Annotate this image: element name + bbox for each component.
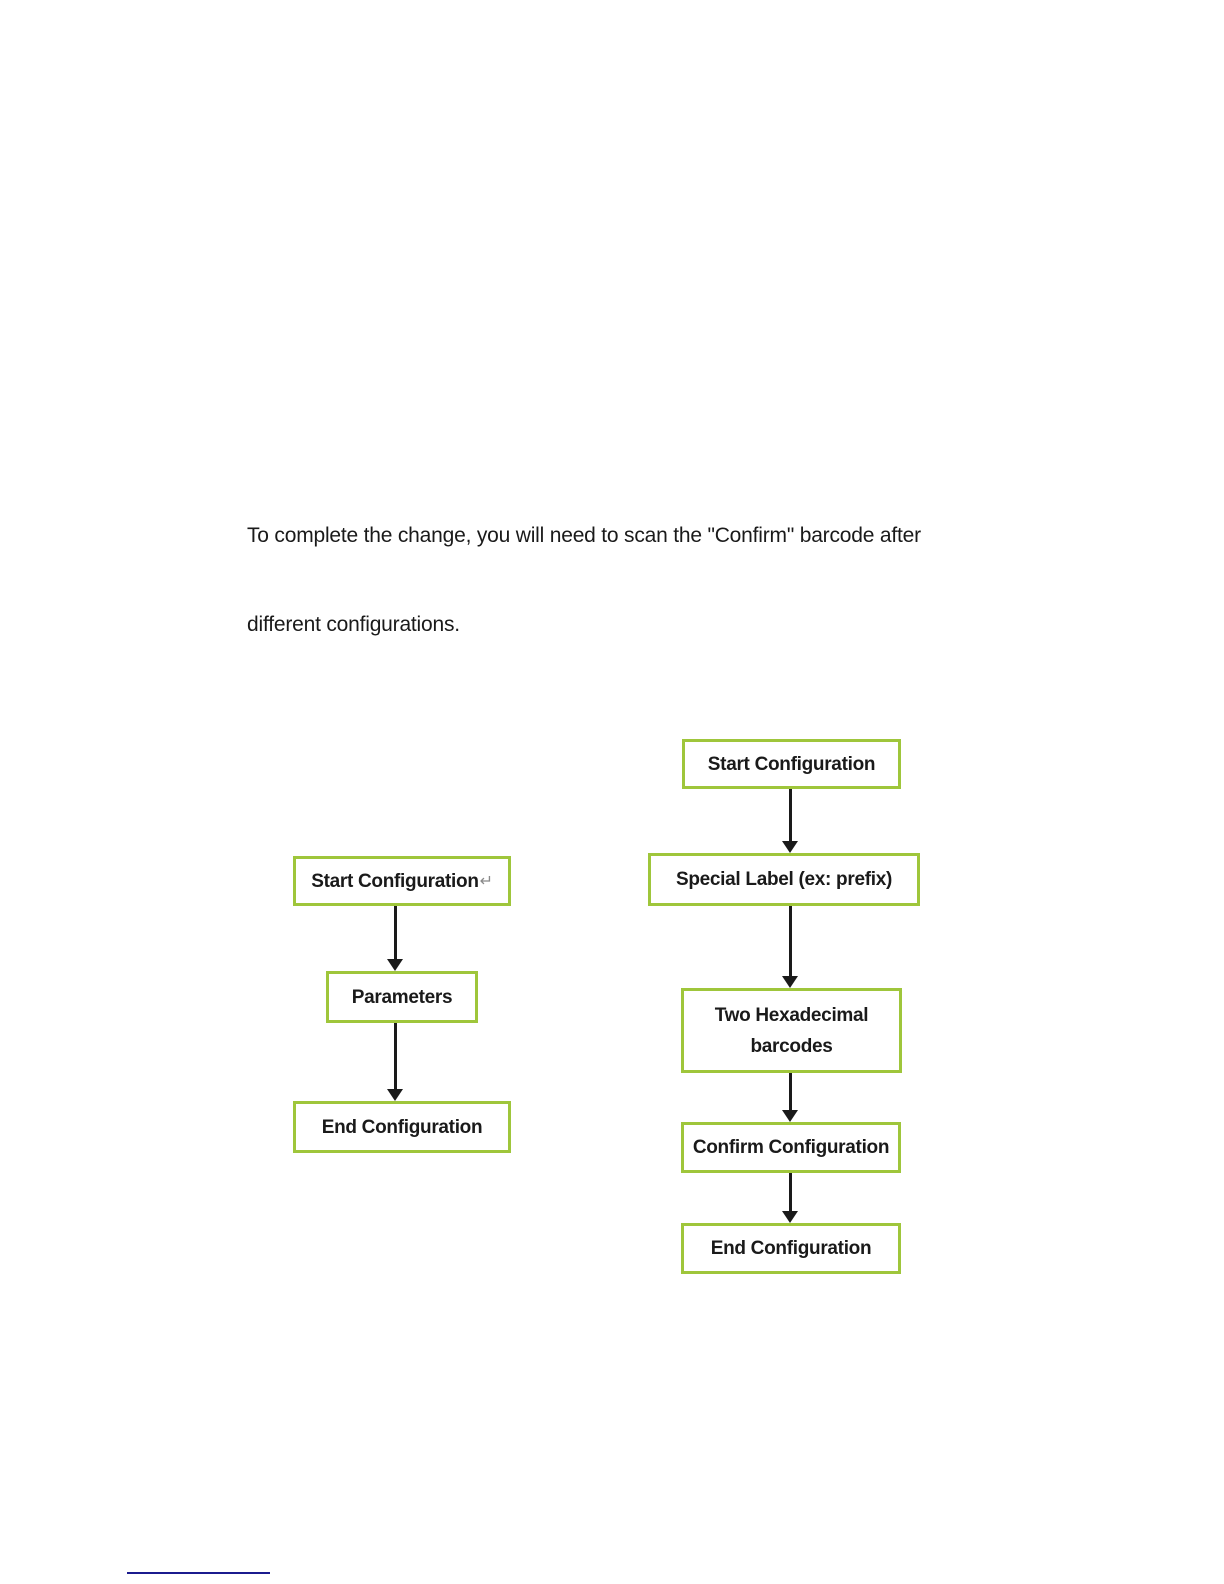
- flow-node-label: Special Label (ex: prefix): [675, 869, 893, 890]
- arrow-head: [782, 1110, 798, 1122]
- flow-node-label: Start Configuration: [707, 753, 876, 775]
- flow-node-label: Two Hexadecimal barcodes: [714, 1004, 869, 1057]
- body-text-line-1: To complete the change, you will need to…: [247, 524, 921, 547]
- footnote-separator: [127, 1572, 270, 1574]
- flow-node-label: Parameters: [351, 986, 453, 1008]
- arrow-shaft: [788, 906, 792, 979]
- arrow-shaft: [393, 1023, 397, 1092]
- flow-node-start-configuration-right: Start Configuration: [682, 739, 901, 789]
- flow-node-label: Confirm Configuration: [692, 1137, 890, 1158]
- flow-node-end-configuration-left: End Configuration: [293, 1101, 511, 1153]
- flow-node-parameters: Parameters: [326, 971, 478, 1023]
- flow-node-end-configuration-right: End Configuration: [681, 1223, 901, 1274]
- arrow-head: [387, 1089, 403, 1101]
- arrow-shaft: [393, 906, 397, 962]
- flow-node-two-hexadecimal-barcodes: Two Hexadecimal barcodes: [681, 988, 902, 1073]
- arrow-head: [782, 841, 798, 853]
- body-text-line-2: different configurations.: [247, 613, 460, 636]
- arrow-head: [782, 1211, 798, 1223]
- flow-node-special-label: Special Label (ex: prefix): [648, 853, 920, 906]
- paragraph-return-mark: ↵: [479, 872, 493, 890]
- down-arrow: [387, 906, 403, 971]
- arrow-shaft: [788, 1073, 792, 1113]
- arrow-head: [387, 959, 403, 971]
- arrow-head: [782, 976, 798, 988]
- flow-node-label: End Configuration: [710, 1238, 872, 1259]
- down-arrow: [782, 1173, 798, 1223]
- down-arrow: [387, 1023, 403, 1101]
- flow-node-confirm-configuration: Confirm Configuration: [681, 1122, 901, 1173]
- down-arrow: [782, 789, 798, 853]
- down-arrow: [782, 1073, 798, 1122]
- flow-node-label: End Configuration: [321, 1116, 483, 1138]
- down-arrow: [782, 906, 798, 988]
- flow-node-label: Start Configuration: [311, 870, 479, 892]
- arrow-shaft: [788, 1173, 792, 1214]
- arrow-shaft: [788, 789, 792, 844]
- flow-node-start-configuration-left: Start Configuration↵: [293, 856, 511, 906]
